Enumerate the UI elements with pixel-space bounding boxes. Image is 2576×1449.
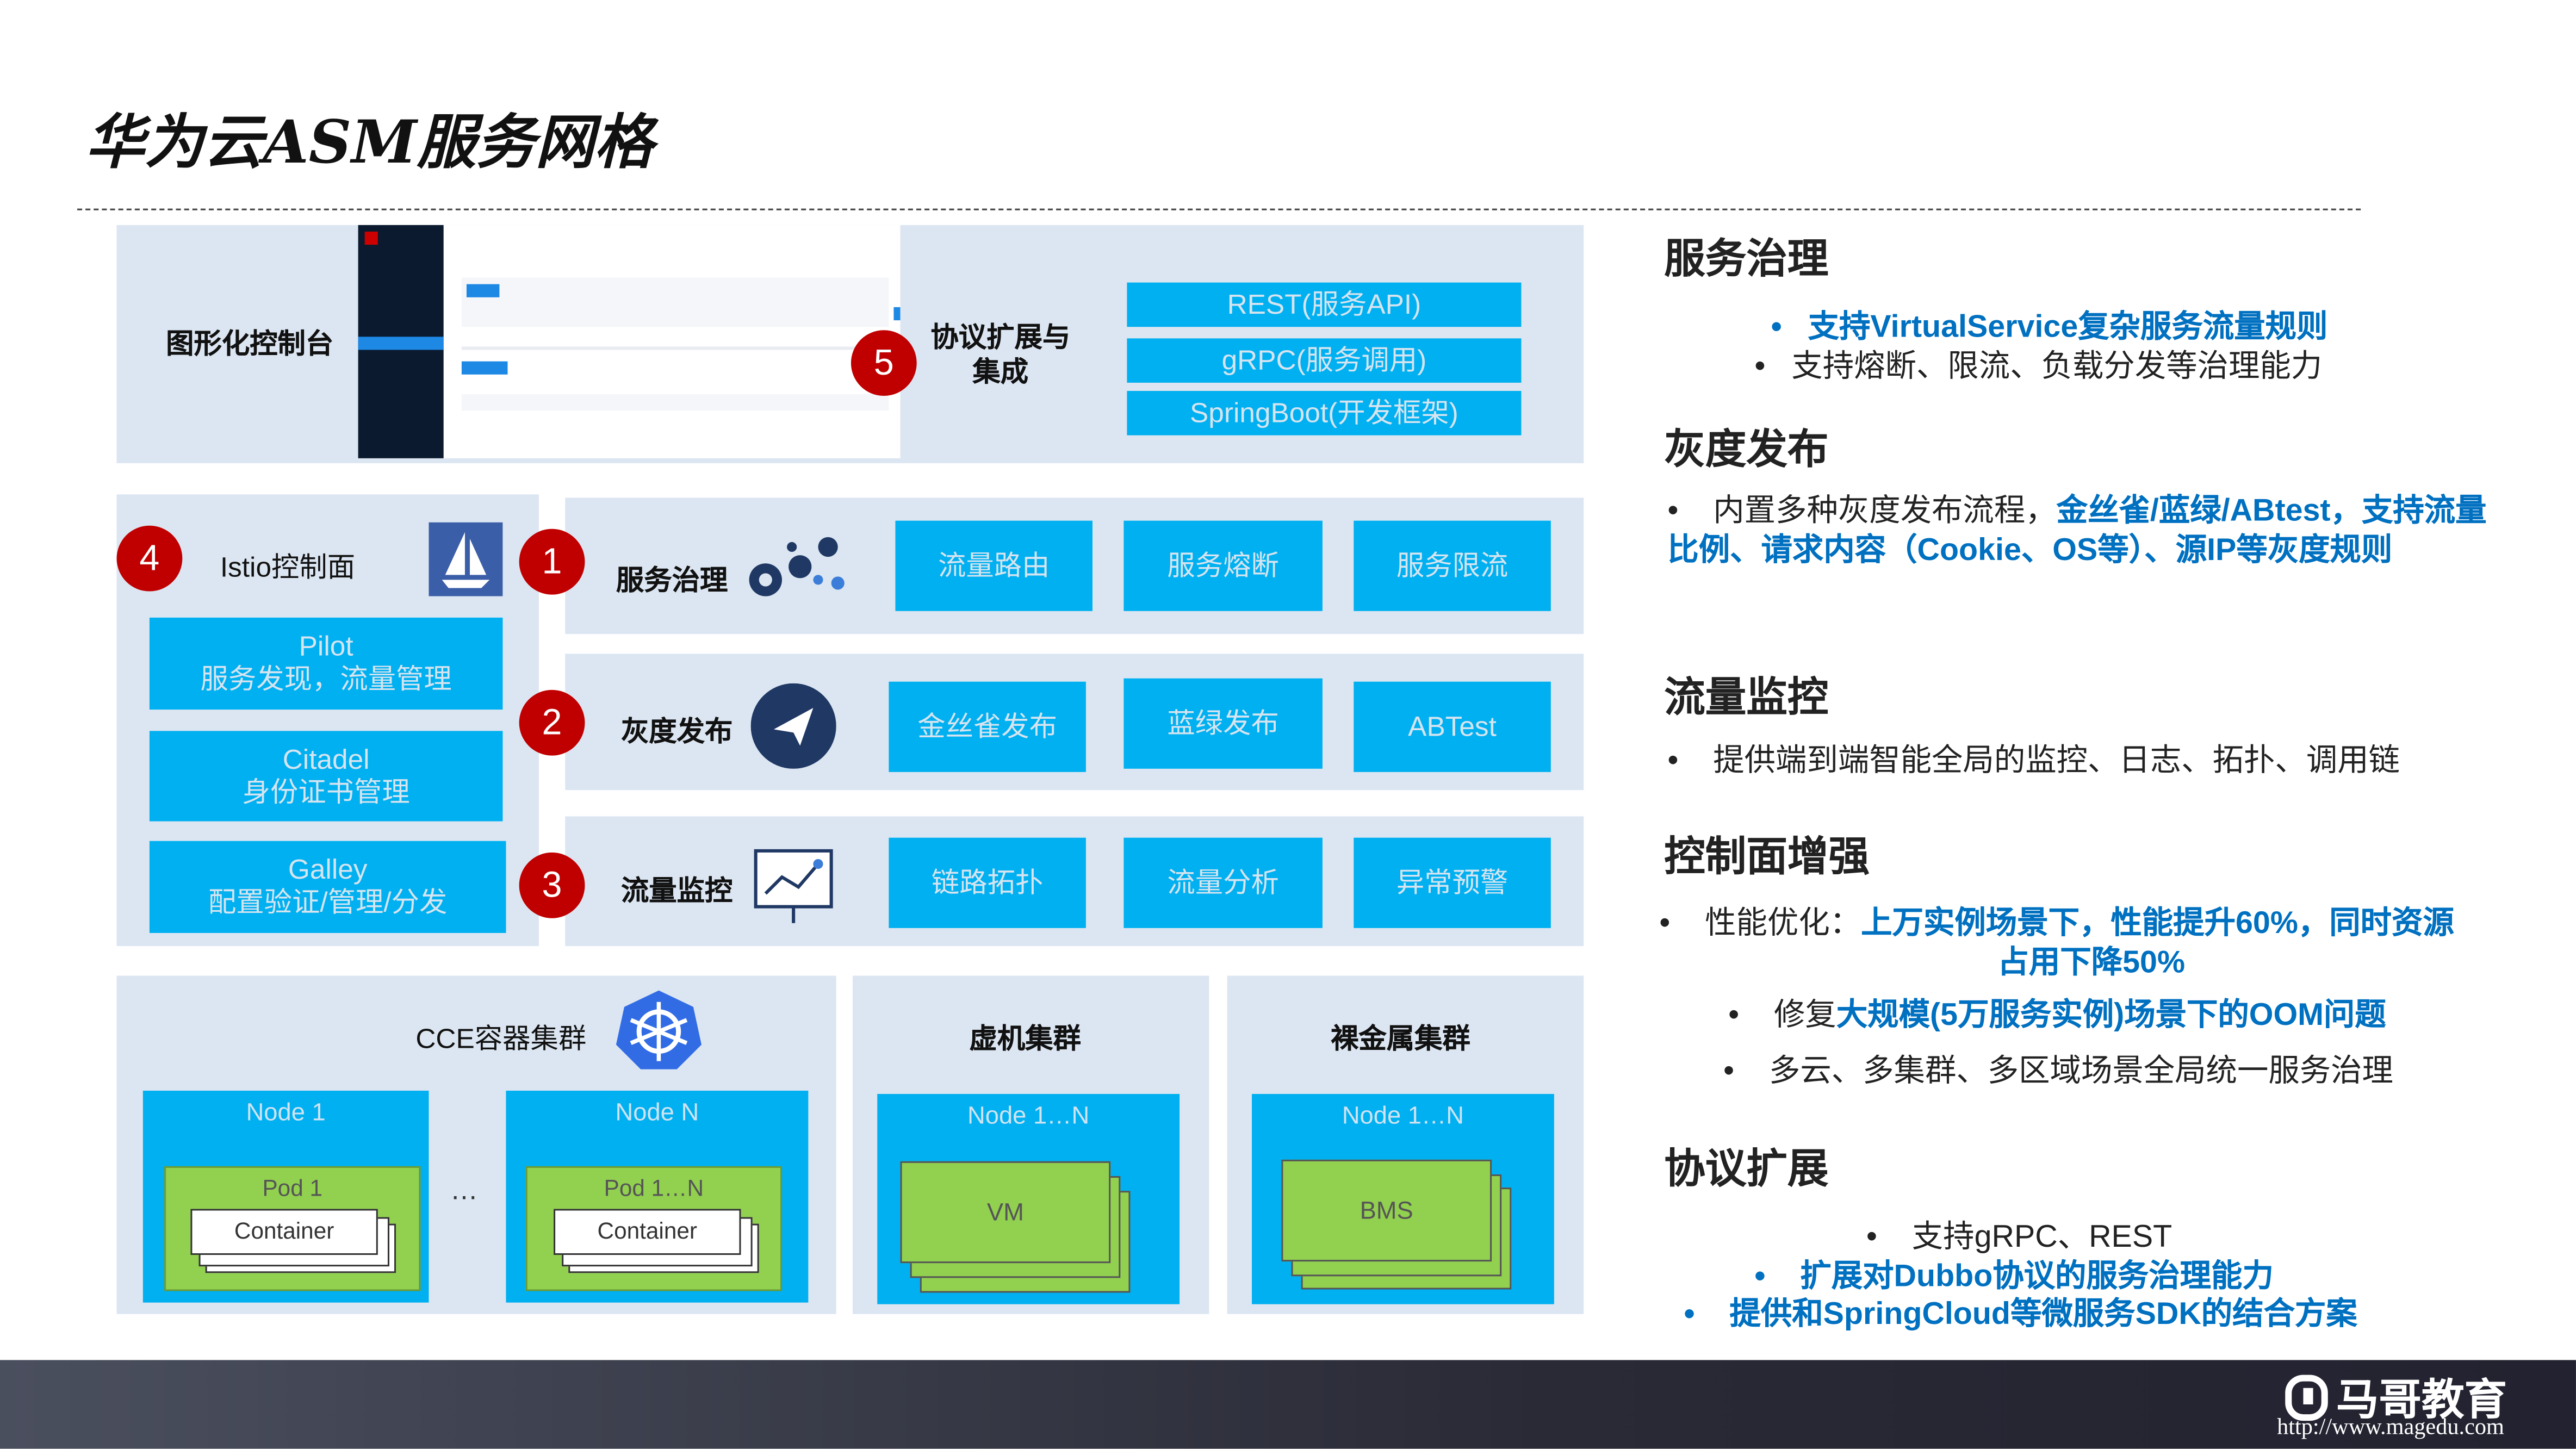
chart-board-icon [754, 849, 833, 923]
bms-label: 裸金属集群 [1331, 1023, 1470, 1055]
bullet-performance: • 性能优化：上万实例场景下，性能提升60%，同时资源 [1659, 906, 2454, 942]
bullet-multicloud: • 多云、多集群、多区域场景全局统一服务治理 [1723, 1054, 2393, 1089]
cce-label: CCE容器集群 [415, 1023, 587, 1055]
console-label: 图形化控制台 [166, 328, 334, 360]
brand-logo-icon [2285, 1374, 2328, 1420]
vm-box: VM [900, 1161, 1111, 1264]
bullet-canary: • 内置多种灰度发布流程，金丝雀/蓝绿/ABtest，支持流量比例、请求内容（C… [1667, 494, 2487, 569]
protocol-grpc: gRPC(服务调用) [1127, 338, 1522, 383]
bullet-oom: • 修复大规模(5万服务实例)场景下的OOM问题 [1728, 998, 2386, 1034]
section-heading-protocol: 协议扩展 [1664, 1146, 1829, 1193]
bullet-virtualservice: • 支持VirtualService复杂服务流量规则 [1771, 310, 2328, 345]
section-heading-canary: 灰度发布 [1664, 427, 1829, 474]
kubernetes-icon [616, 990, 702, 1069]
row-label-governance: 服务治理 [616, 565, 728, 596]
item-traffic-routing: 流量路由 [895, 520, 1093, 611]
footer-url[interactable]: http://www.magedu.com [2277, 1416, 2504, 1441]
node-ellipsis: … [450, 1174, 479, 1206]
protocol-rest: REST(服务API) [1127, 282, 1522, 327]
badge-3: 3 [519, 852, 585, 918]
badge-2: 2 [519, 689, 585, 756]
brand-logo: 马哥教育 [2283, 1366, 2507, 1427]
istio-sail-icon [429, 522, 503, 596]
bullet-monitoring: • 提供端到端智能全局的监控、日志、拓扑、调用链 [1667, 744, 2400, 779]
section-heading-monitoring: 流量监控 [1664, 675, 1829, 722]
bullet-circuit-limit: • 支持熔断、限流、负载分发等治理能力 [1754, 350, 2323, 384]
section-heading-governance: 服务治理 [1664, 237, 1829, 283]
cce-container-1: Container [190, 1209, 378, 1255]
cce-container-n: Container [554, 1209, 741, 1255]
badge-5: 5 [851, 330, 917, 396]
protocol-label: 协议扩展与集成 [930, 322, 1071, 388]
item-canary-release: 金丝雀发布 [889, 681, 1086, 772]
row-label-monitoring: 流量监控 [620, 875, 733, 907]
vm-label: 虚机集群 [969, 1023, 1081, 1055]
paper-plane-icon [750, 683, 836, 769]
console-screenshot [358, 225, 901, 458]
item-rate-limit: 服务限流 [1354, 520, 1551, 611]
badge-4: 4 [116, 525, 183, 592]
title-divider [77, 208, 2361, 210]
bms-box: BMS [1281, 1159, 1492, 1262]
item-abtest: ABTest [1354, 681, 1551, 772]
row-label-canary: 灰度发布 [620, 716, 733, 748]
footer-bar [0, 1360, 2576, 1449]
bullet-performance-cont: 占用下降50% [1997, 946, 2186, 981]
item-circuit-breaker: 服务熔断 [1123, 520, 1323, 611]
item-anomaly-alert: 异常预警 [1354, 837, 1551, 928]
bullet-springcloud: • 提供和SpringCloud等微服务SDK的结合方案 [1684, 1297, 2357, 1333]
protocol-springboot: SpringBoot(开发框架) [1127, 390, 1522, 436]
section-heading-control-plane: 控制面增强 [1664, 834, 1870, 881]
item-link-topology: 链路拓扑 [889, 837, 1086, 928]
item-blue-green: 蓝绿发布 [1123, 678, 1323, 769]
gears-icon [749, 537, 845, 596]
bullet-grpc-rest: • 支持gRPC、REST [1866, 1220, 2172, 1255]
badge-1: 1 [519, 528, 585, 595]
bullet-dubbo: • 扩展对Dubbo协议的服务治理能力 [1754, 1260, 2274, 1295]
page-title: 华为云ASM服务网格 [85, 108, 654, 178]
item-traffic-analysis: 流量分析 [1123, 837, 1323, 928]
istio-label: Istio控制面 [220, 552, 356, 583]
